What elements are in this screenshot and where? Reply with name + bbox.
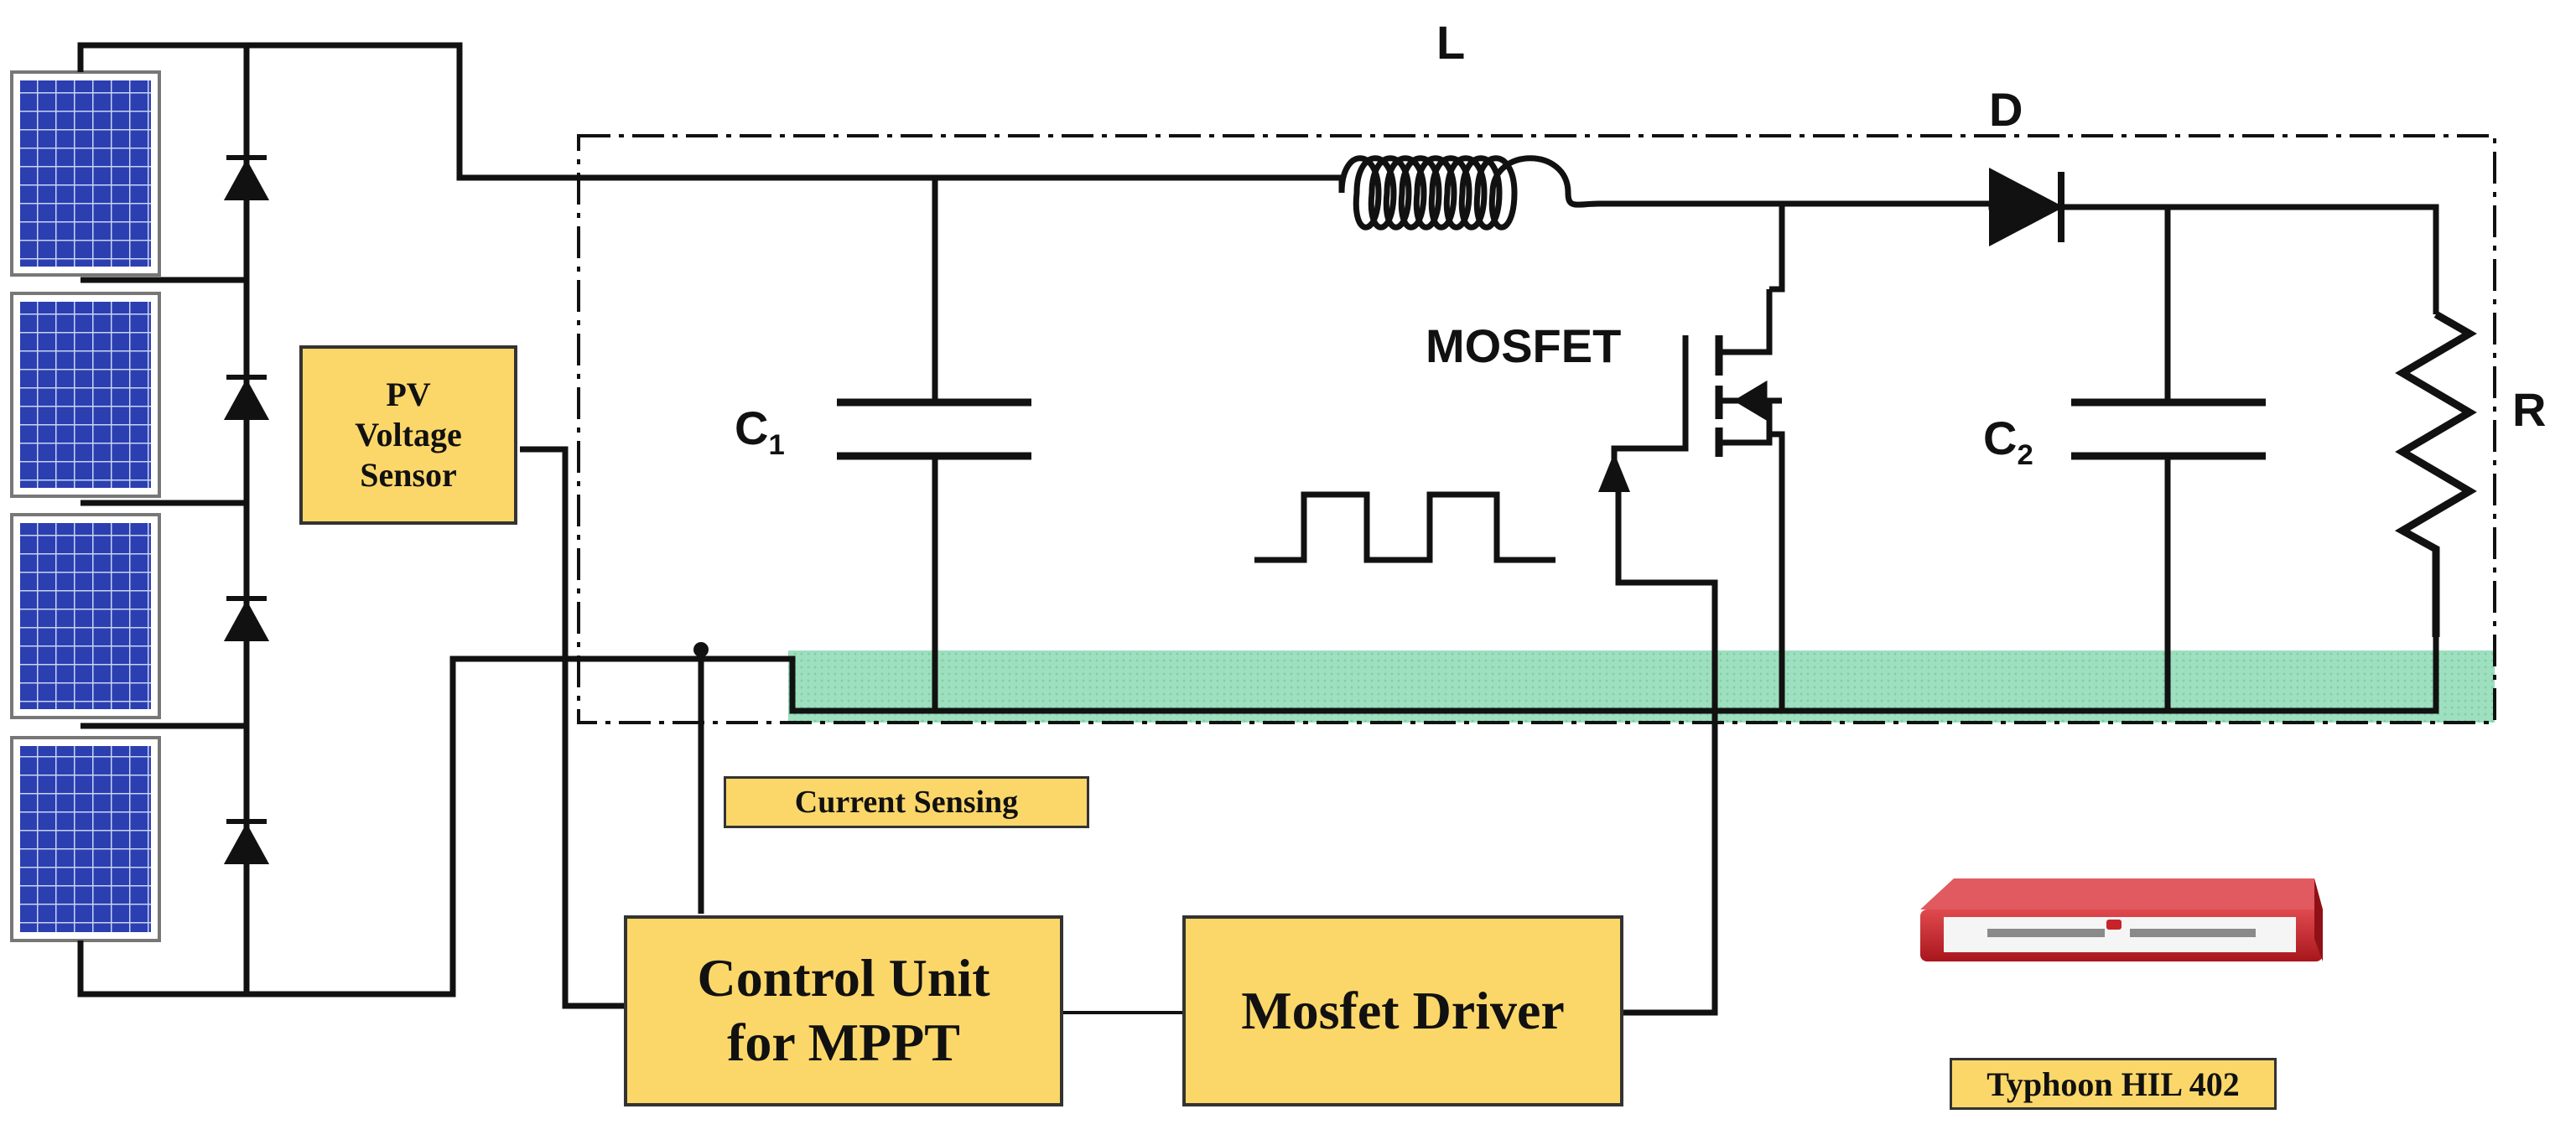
- typhoon-hil-device: [1920, 878, 2323, 961]
- label-c2-main: C: [1983, 412, 2018, 464]
- inductor-coil: [1325, 155, 1601, 231]
- pv-array: [10, 70, 161, 942]
- capacitor-c1-symbol: [837, 398, 1031, 460]
- label-c1-sub: 1: [768, 429, 785, 462]
- current-sensing-block: Current Sensing: [724, 776, 1089, 828]
- bypass-diodes: [223, 155, 270, 864]
- gate-arrow: [1598, 453, 1630, 492]
- hil-device-caption: Typhoon HIL 402: [1950, 1058, 2277, 1110]
- label-resistor: R: [2512, 383, 2547, 436]
- label-c2-sub: 2: [2017, 439, 2033, 472]
- label-capacitor-c1: C1: [735, 401, 785, 462]
- label-mosfet: MOSFET: [1426, 319, 1622, 372]
- resistor-symbol: [2394, 311, 2477, 637]
- wiring: [77, 42, 2439, 1016]
- pv-voltage-sensor-block: PV Voltage Sensor: [299, 345, 517, 525]
- mosfet-symbol: [1682, 289, 1773, 457]
- junction-current-sense: [693, 642, 709, 657]
- label-inductor: L: [1436, 16, 1466, 69]
- converter-boundary: [577, 134, 2496, 724]
- label-c1-main: C: [735, 402, 769, 454]
- label-capacitor-c2: C2: [1983, 411, 2033, 472]
- mosfet-driver-block: Mosfet Driver: [1182, 915, 1623, 1106]
- diode-symbol: [1989, 168, 2064, 246]
- capacitor-c2-symbol: [2071, 398, 2266, 460]
- control-unit-block: Control Unit for MPPT: [624, 915, 1063, 1106]
- label-diode: D: [1989, 83, 2023, 136]
- pwm-waveform: [1254, 491, 1555, 563]
